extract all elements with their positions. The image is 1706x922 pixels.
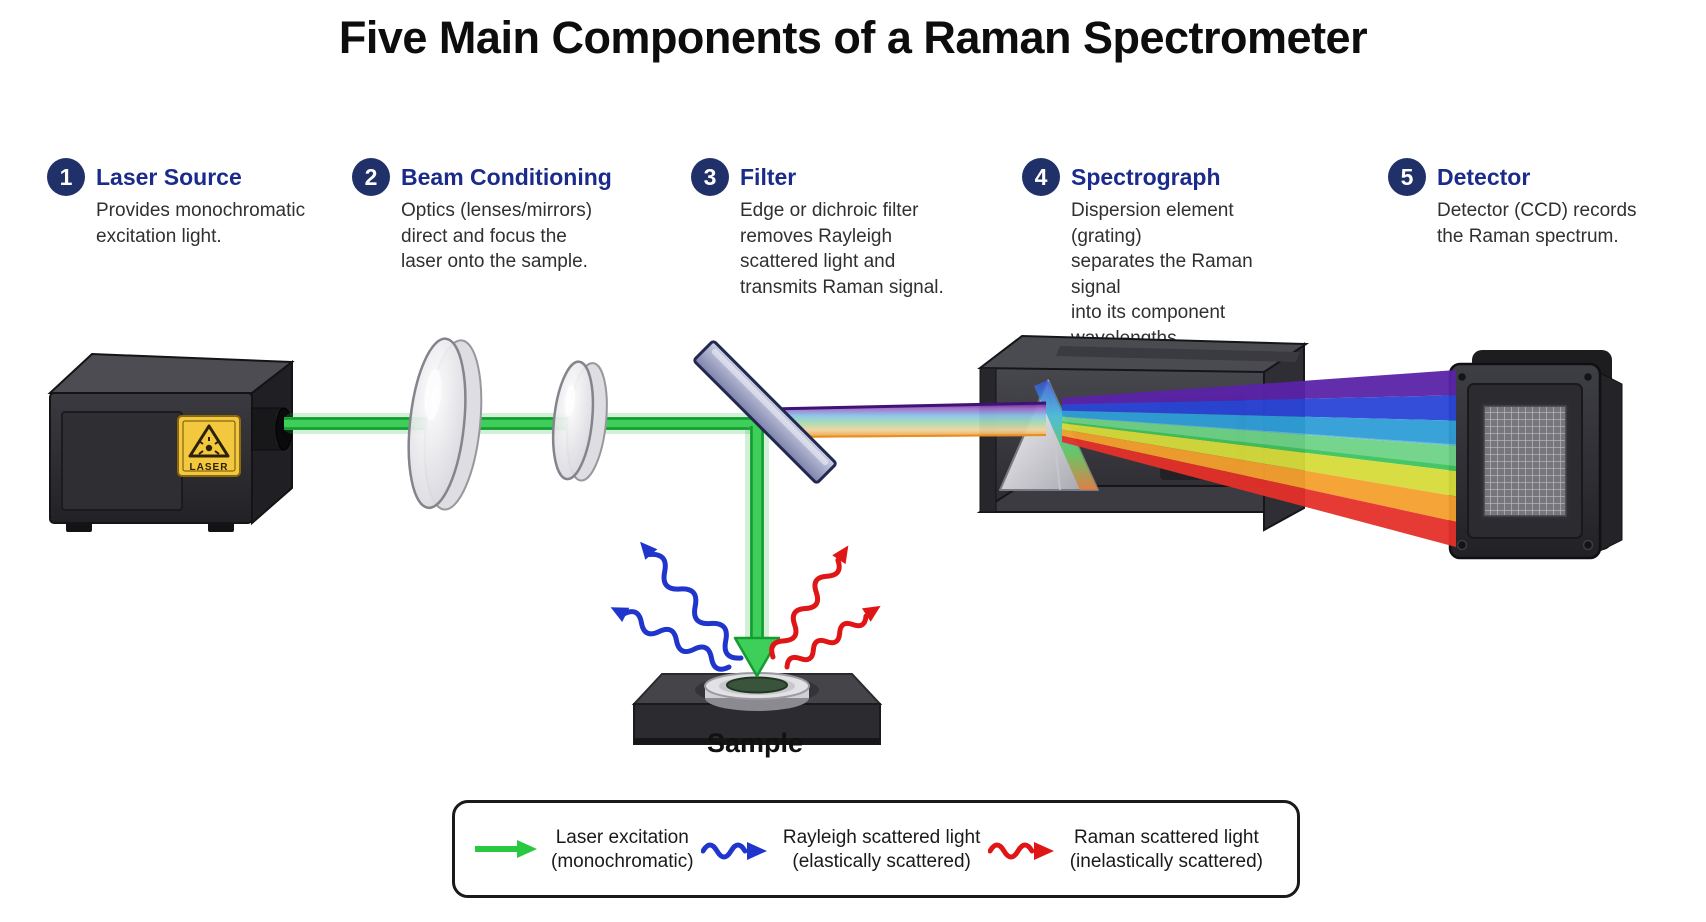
component-description: Detector (CCD) records the Raman spectru… [1437, 200, 1637, 247]
laser-sticker-text: LASER [190, 462, 229, 473]
step-number-badge: 2 [352, 158, 390, 196]
legend-item-raman: Raman scattered light (inelastically sca… [987, 826, 1263, 872]
legend-label: Laser excitation [555, 826, 689, 848]
component-name: Beam Conditioning [401, 164, 612, 190]
component-name: Filter [740, 164, 797, 190]
sample-material [726, 676, 788, 694]
laser-beam-horizontal [284, 413, 762, 434]
component-detector: 5 Detector Detector (CCD) records the Ra… [1388, 158, 1638, 249]
step-number-badge: 4 [1022, 158, 1060, 196]
laser-source-device: LASER [47, 352, 295, 532]
screws [1456, 371, 1594, 551]
lens-small [551, 360, 608, 482]
red-wavy-arrow-icon [987, 842, 1054, 860]
legend-sublabel: (inelastically scattered) [1069, 850, 1263, 872]
sample-dish [704, 672, 810, 711]
raman-scatter-arrows [768, 541, 885, 671]
legend-item-rayleigh: Rayleigh scattered light (elastically sc… [700, 826, 981, 872]
component-laser-source: 1 Laser Source Provides monochromatic ex… [47, 158, 307, 249]
page-title: Five Main Components of a Raman Spectrom… [338, 12, 1368, 63]
component-description: Optics (lenses/mirrors) direct and focus… [401, 200, 593, 272]
ccd-sensor-grid [1485, 407, 1565, 515]
legend-sublabel: (elastically scattered) [792, 850, 971, 872]
dichroic-filter [693, 340, 837, 484]
step-number-badge: 1 [47, 158, 85, 196]
lens-large [407, 337, 483, 511]
component-name: Spectrograph [1071, 164, 1221, 190]
beam-arrowhead [733, 636, 781, 678]
legend-sublabel: (monochromatic) [551, 850, 694, 872]
filtered-raman-beam [769, 401, 1047, 438]
legend-box: Laser excitation (monochromatic) Rayleig… [452, 800, 1300, 898]
detector-device [1448, 350, 1623, 560]
step-number-badge: 3 [691, 158, 729, 196]
legend-label: Raman scattered light [1073, 826, 1259, 848]
component-name: Detector [1437, 164, 1531, 190]
sample-stage [631, 672, 883, 745]
rayleigh-scatter-arrows [607, 536, 747, 672]
sample-label: Sample [706, 728, 804, 758]
legend-item-laser-excitation: Laser excitation (monochromatic) [473, 828, 694, 871]
component-filter: 3 Filter Edge or dichroic filter removes… [691, 158, 951, 300]
component-description: Edge or dichroic filter removes Rayleigh… [740, 200, 944, 298]
step-number-badge: 5 [1388, 158, 1426, 196]
dispersed-rainbow-beam [1062, 370, 1456, 547]
component-beam-conditioning: 2 Beam Conditioning Optics (lenses/mirro… [352, 158, 612, 275]
component-name: Laser Source [96, 164, 242, 190]
green-straight-arrow-icon [475, 840, 537, 858]
legend-label: Rayleigh scattered light [782, 826, 981, 848]
blue-wavy-arrow-icon [700, 842, 767, 860]
laser-beam-vertical [733, 425, 781, 678]
component-description: Provides monochromatic excitation light. [96, 200, 306, 247]
laser-warning-sticker: LASER [177, 415, 241, 477]
